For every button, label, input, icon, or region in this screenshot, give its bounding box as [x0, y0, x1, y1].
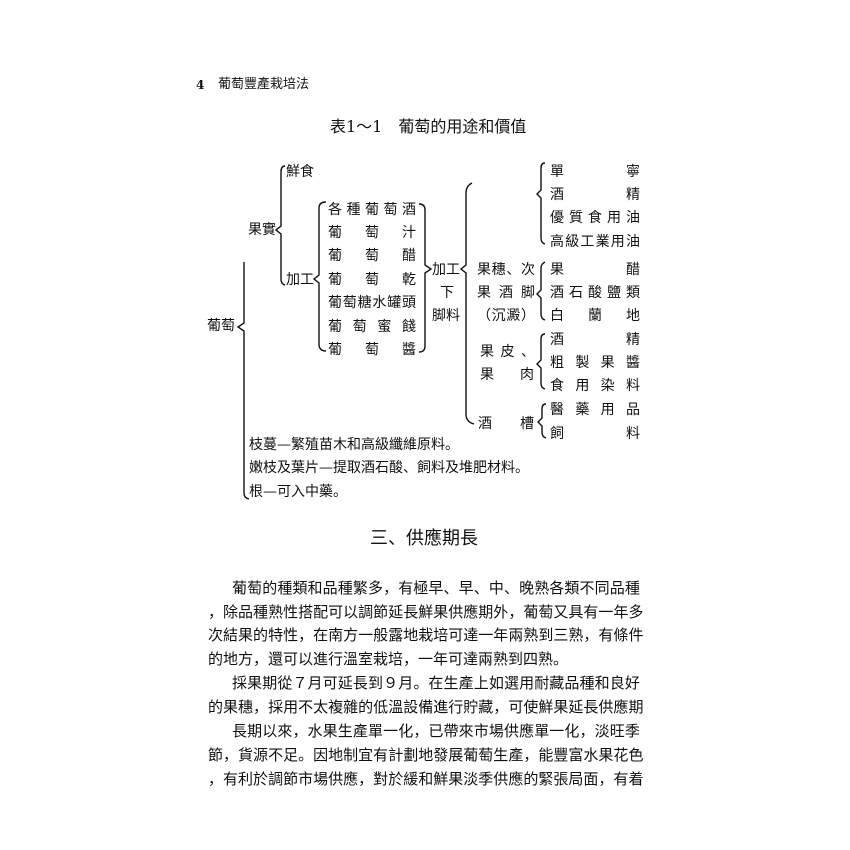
source-line: 果酒脚: [477, 285, 535, 301]
other-use-item: 根—可入中藥。: [249, 484, 347, 500]
body-line: 的地方，還可以進行溫室栽培，一年可達兩熟到四熟。: [208, 650, 569, 668]
section-heading: 三、供應期長: [370, 528, 478, 549]
body-line: 長期以來，水果生產單一化，已帶來市場供應單一化，淡旺季: [232, 722, 640, 740]
group3-bracket: [536, 333, 546, 390]
source-line: 果穗、次: [477, 262, 535, 278]
byproduct-item: 單寧: [550, 164, 640, 180]
byproduct-item: 飼料: [550, 426, 640, 442]
body-line: 的果穗，採用不太複雜的低溫設備進行貯藏，可使鮮果延長供應期: [208, 698, 644, 716]
byproduct-label-line: 脚料: [432, 308, 460, 324]
table-title: 表1～1 葡萄的用途和價值: [330, 117, 527, 136]
body-line: 葡萄的種類和品種繁多，有極早、早、中、晚熟各類不同品種: [232, 579, 640, 597]
group4-bracket: [537, 403, 547, 439]
byproduct-item: 果醋: [550, 262, 640, 278]
byproduct-item: 食用染料: [550, 378, 640, 394]
group2-bracket: [536, 261, 546, 321]
product-item: 葡萄醬: [328, 342, 416, 358]
product-item: 葡萄蜜餞: [328, 319, 416, 335]
byproduct-item: 酒精: [550, 187, 640, 203]
fresh-label: 鮮食: [286, 164, 314, 180]
page-number: 4: [196, 78, 205, 92]
byproduct-item: 醫藥用品: [550, 402, 640, 418]
other-use-item: 嫩枝及葉片—提取酒石酸、飼料及堆肥材料。: [249, 460, 529, 476]
byproduct-label-line: 下: [440, 285, 454, 301]
byproduct-bracket: [459, 182, 475, 425]
source-line: 果肉: [480, 367, 534, 383]
product-item: 葡萄乾: [328, 272, 416, 288]
product-item: 葡萄汁: [328, 225, 416, 241]
body-line: 次結果的特性，在南方一般露地栽培可達一年兩熟到三熟，有條件: [208, 626, 644, 644]
other-use-item: 枝蔓—繁殖苗木和高級纖維原料。: [249, 437, 459, 453]
byproduct-item: 優質食用油: [550, 210, 640, 226]
processing-label: 加工: [286, 272, 314, 288]
byproduct-item: 高級工業用油: [550, 234, 640, 250]
body-line: ，除品種熟性搭配可以調節延長鮮果供應期外，葡萄又具有一年多: [208, 603, 644, 621]
processing-close-bracket: [418, 203, 433, 353]
byproduct-item: 白蘭地: [550, 308, 640, 324]
group1-bracket: [536, 162, 546, 245]
product-item: 各種葡萄酒: [328, 202, 416, 218]
root-label: 葡萄: [207, 318, 235, 334]
product-item: 葡萄醋: [328, 248, 416, 264]
fruit-label: 果實: [248, 222, 276, 238]
source-line: 果皮、: [480, 344, 535, 360]
root-bracket: [236, 262, 250, 500]
byproduct-item: 酒石酸鹽類: [550, 285, 640, 301]
fruit-bracket: [274, 165, 286, 286]
byproduct-item: 酒精: [550, 332, 640, 348]
source-line: （沉澱）: [477, 308, 535, 324]
byproduct-item: 粗製果醬: [550, 355, 640, 371]
byproduct-label-line: 加工: [432, 262, 460, 278]
running-title: 葡萄豐產栽培法: [218, 77, 310, 92]
body-line: 節，貨源不足。因地制宜有計劃地發展葡萄生產，能豐富水果花色: [208, 746, 644, 764]
processing-bracket: [312, 201, 327, 352]
product-item: 葡萄糖水罐頭: [328, 295, 416, 311]
body-line: ，有利於調節市場供應，對於緩和鮮果淡季供應的緊張局面，有着: [208, 770, 644, 788]
source-line: 酒槽: [478, 416, 534, 432]
